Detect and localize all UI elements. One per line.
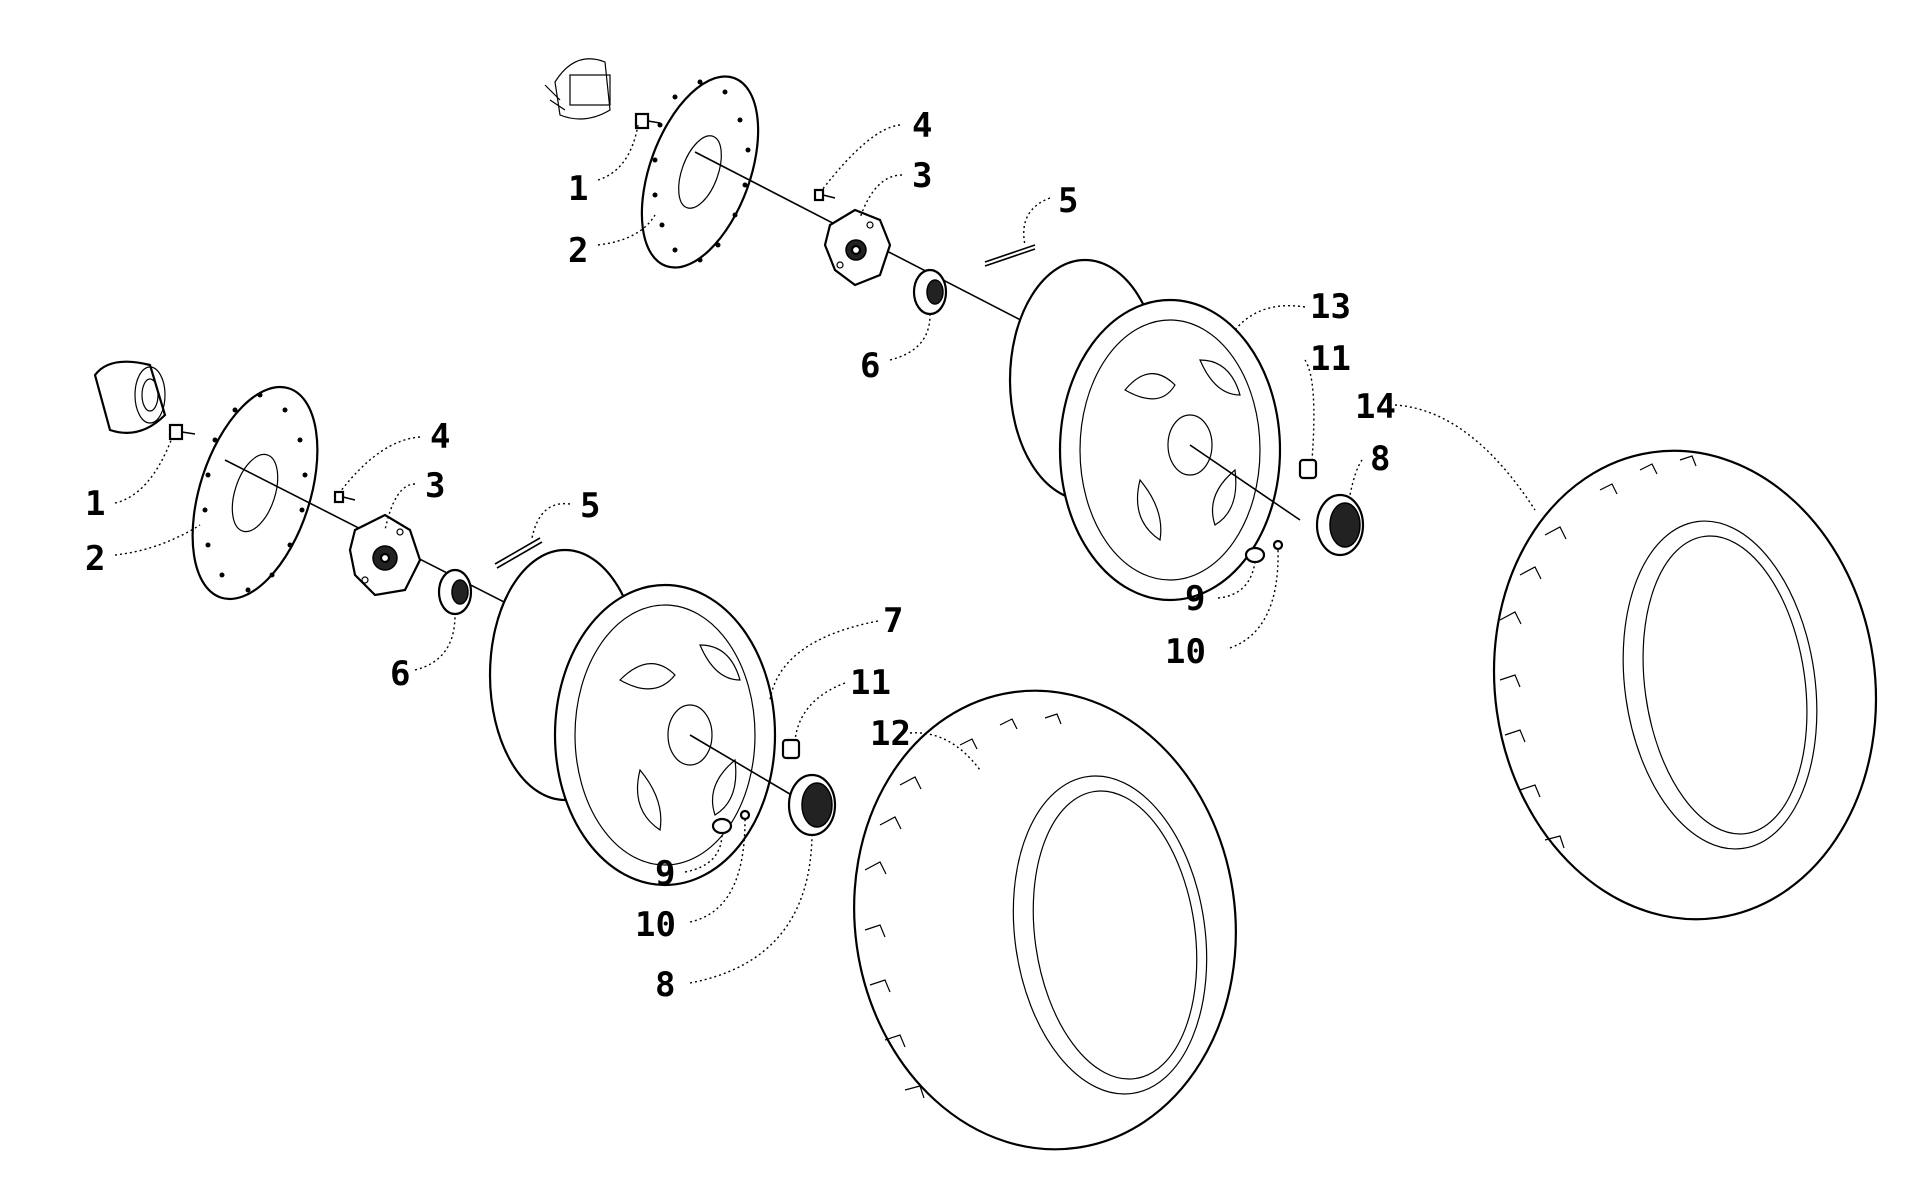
bolt-icon (168, 423, 196, 441)
callout-8-top: 8 (1370, 439, 1390, 479)
callout-6-bottom: 6 (390, 654, 410, 694)
castle-nut-icon (912, 268, 948, 316)
tire-icon (853, 689, 1237, 1151)
callout-13-top: 13 (1310, 287, 1351, 327)
callout-4-bottom: 4 (430, 417, 450, 457)
wheel-rim-icon (488, 548, 777, 887)
bolt-icon (634, 112, 661, 130)
callout-10-top: 10 (1165, 632, 1206, 672)
brake-disc-icon (640, 75, 760, 269)
callout-5-top: 5 (1058, 181, 1078, 221)
callout-8-bottom: 8 (655, 965, 675, 1005)
callout-9-top: 9 (1185, 579, 1205, 619)
wheel-hub-icon (348, 513, 422, 597)
callout-4-top: 4 (912, 106, 932, 146)
callout-12-bottom: 12 (870, 714, 911, 754)
callout-10-bottom: 10 (635, 905, 676, 945)
callout-2-top: 2 (568, 231, 588, 271)
callout-9-bottom: 9 (655, 854, 675, 894)
callout-3-top: 3 (912, 156, 932, 196)
hub-cap-icon (1315, 493, 1365, 557)
castle-nut-icon (437, 568, 473, 616)
callout-3-bottom: 3 (425, 466, 445, 506)
hub-cap-icon (787, 773, 837, 837)
brake-disc-icon (191, 385, 319, 601)
callout-7-bottom: 7 (883, 601, 903, 641)
lug-nut-icon (781, 738, 801, 760)
valve-stem-icon (711, 809, 751, 835)
callout-11-top: 11 (1310, 339, 1351, 379)
callout-6-top: 6 (860, 346, 880, 386)
bolt-icon (813, 188, 836, 202)
cotter-pin-icon (494, 537, 543, 569)
axle-stub-bottom-icon (93, 360, 167, 434)
callout-5-bottom: 5 (580, 486, 600, 526)
cotter-pin-icon (984, 244, 1036, 267)
wheel-rim-icon (1008, 258, 1282, 602)
lug-nut-icon (1298, 458, 1318, 480)
bolt-icon (333, 490, 356, 504)
wheel-hub-icon (823, 208, 892, 287)
callout-11-bottom: 11 (850, 663, 891, 703)
callout-2-bottom: 2 (85, 539, 105, 579)
callout-14-top: 14 (1355, 387, 1396, 427)
tire-icon (1492, 449, 1878, 921)
axle-stub-top-icon (544, 58, 611, 120)
callout-1-bottom: 1 (85, 484, 105, 524)
callout-1-top: 1 (568, 169, 588, 209)
